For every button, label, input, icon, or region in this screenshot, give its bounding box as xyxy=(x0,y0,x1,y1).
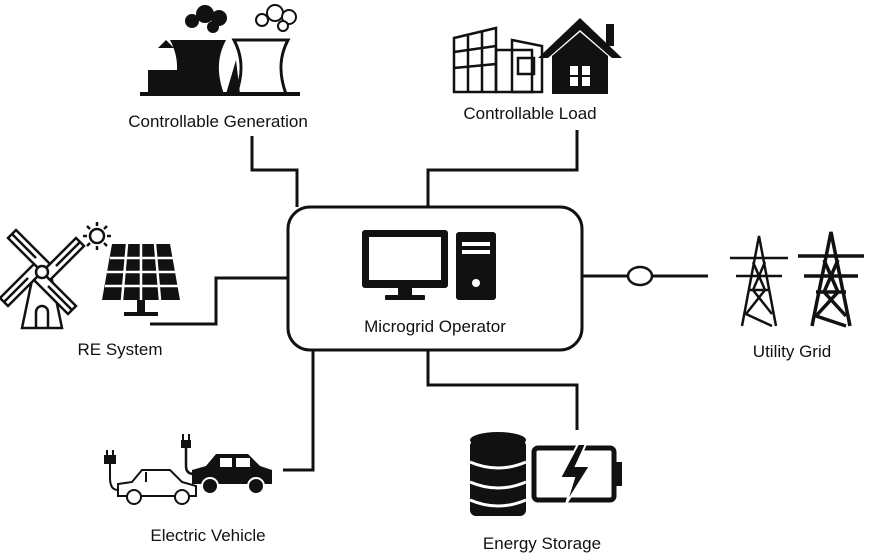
connector-lines xyxy=(150,130,708,472)
line-re-system xyxy=(150,276,288,326)
controllable-generation-label: Controllable Generation xyxy=(128,112,308,131)
factory-icon xyxy=(452,26,544,94)
energy-storage-label: Energy Storage xyxy=(482,534,602,553)
sun-icon xyxy=(83,222,111,250)
transmission-tower-icon xyxy=(730,235,788,328)
line-controllable-load xyxy=(426,130,579,207)
utility-grid-label: Utility Grid xyxy=(752,342,832,361)
battery-charging-icon xyxy=(531,443,622,505)
electric-car-icon xyxy=(104,450,197,505)
line-electric-vehicle xyxy=(283,350,315,472)
electric-car-icon xyxy=(181,434,272,495)
monitor-icon xyxy=(362,230,448,300)
re-system-label: RE System xyxy=(77,340,163,359)
computer-tower-icon xyxy=(456,232,496,300)
solar-panel-icon xyxy=(102,243,180,316)
controllable-load-label: Controllable Load xyxy=(463,104,597,123)
database-icon xyxy=(469,432,527,516)
breaker-symbol xyxy=(626,265,654,287)
line-controllable-generation xyxy=(250,136,299,207)
line-energy-storage xyxy=(426,350,579,430)
electric-vehicle-label: Electric Vehicle xyxy=(150,526,266,545)
windmill-icon xyxy=(0,228,86,330)
transmission-tower-icon xyxy=(798,231,864,328)
house-icon xyxy=(538,18,622,94)
power-plant-icon xyxy=(140,4,300,96)
center-label: Microgrid Operator xyxy=(364,317,506,336)
